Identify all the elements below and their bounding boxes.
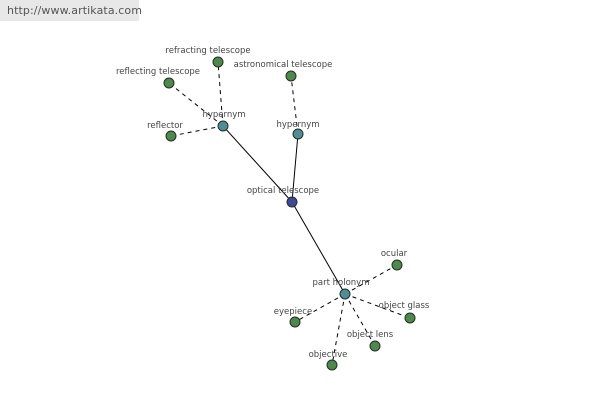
node-ocular[interactable] [391, 259, 403, 271]
edge-optical-telescope-to-part-holonym [291, 201, 346, 295]
node-part-holonym[interactable] [339, 288, 351, 300]
edge-hypernym-1-to-reflector [170, 125, 224, 137]
edge-hypernym-1-to-refracting-telescope [217, 61, 224, 127]
edges-layer [168, 61, 411, 366]
node-label-astronomical-telescope[interactable]: astronomical telescope [234, 60, 333, 70]
edge-part-holonym-to-object-lens [344, 293, 376, 347]
nodes-layer [163, 56, 416, 371]
node-eyepiece[interactable] [289, 316, 301, 328]
node-optical-telescope[interactable] [286, 196, 298, 208]
source-url-link[interactable]: http://www.artikata.com [7, 4, 143, 17]
node-object-lens[interactable] [369, 340, 381, 352]
labels-layer: optical telescope hypernym hypernym part ho… [116, 46, 430, 360]
node-astronomical-telescope[interactable] [285, 70, 297, 82]
node-object-glass[interactable] [404, 312, 416, 324]
node-objective[interactable] [326, 359, 338, 371]
edge-part-holonym-to-object-glass [344, 293, 411, 319]
node-label-object-lens[interactable]: object lens [347, 330, 394, 340]
node-label-hypernym-1[interactable]: hypernym [202, 110, 245, 120]
node-label-objective[interactable]: objective [309, 350, 348, 360]
node-label-reflector[interactable]: reflector [147, 121, 183, 131]
node-hypernym-2[interactable] [292, 128, 304, 140]
node-label-object-glass[interactable]: object glass [379, 301, 430, 311]
edge-part-holonym-to-eyepiece [294, 293, 346, 323]
edge-optical-telescope-to-hypernym-1 [222, 125, 293, 203]
node-reflecting-telescope[interactable] [163, 77, 175, 89]
node-label-eyepiece[interactable]: eyepiece [274, 307, 312, 317]
node-label-hypernym-2[interactable]: hypernym [276, 120, 319, 130]
node-reflector[interactable] [165, 130, 177, 142]
edge-hypernym-2-to-astronomical-telescope [290, 75, 299, 135]
node-label-ocular[interactable]: ocular [381, 249, 408, 259]
node-label-optical-telescope[interactable]: optical telescope [247, 186, 319, 196]
edge-hypernym-1-to-reflecting-telescope [168, 82, 224, 127]
node-label-reflecting-telescope[interactable]: reflecting telescope [116, 67, 200, 77]
source-url-bar: http://www.artikata.com [0, 0, 143, 21]
node-refracting-telescope[interactable] [212, 56, 224, 68]
node-label-refracting-telescope[interactable]: refracting telescope [165, 46, 250, 56]
edge-part-holonym-to-ocular [344, 264, 398, 295]
edge-optical-telescope-to-hypernym-2 [291, 133, 299, 203]
node-hypernym-1[interactable] [217, 120, 229, 132]
node-label-part-holonym[interactable]: part holonym [313, 278, 370, 288]
